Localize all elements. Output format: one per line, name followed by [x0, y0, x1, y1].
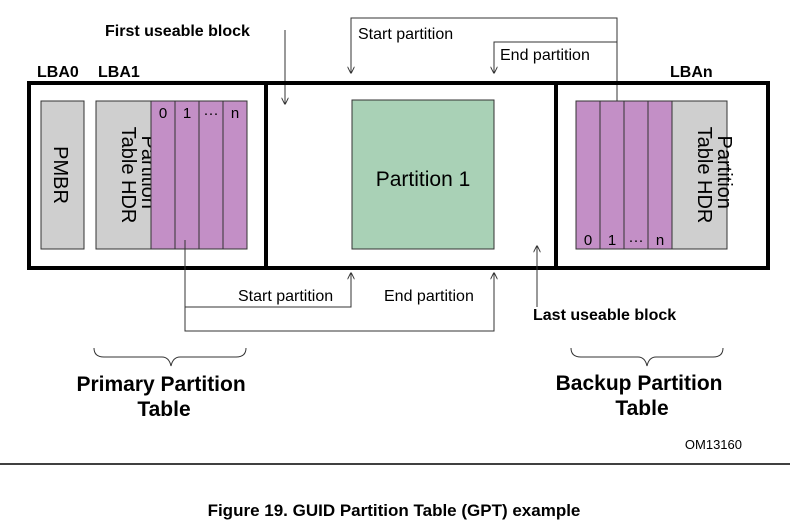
disk-outline: [27, 81, 770, 270]
backup-entry-1-label: 1: [608, 232, 616, 249]
start-partition-bottom-label: Start partition: [238, 288, 333, 305]
end-partition-top-label: End partition: [500, 47, 590, 64]
lban-label: LBAn: [670, 64, 713, 81]
primary-entry-dots-label: ···: [204, 105, 219, 122]
partition-1-block: [351, 99, 495, 250]
backup-entry-dots: [623, 100, 649, 250]
lba0-label: LBA0: [37, 64, 79, 81]
start-partition-top-connector: [351, 17, 618, 104]
backup-header-label: Partition Table HDR: [693, 127, 735, 224]
start-partition-bottom-connector: [184, 240, 351, 308]
backup-entry-n: [647, 100, 673, 250]
backup-header-line-1: Partition: [713, 136, 735, 209]
partition-1-label: Partition 1: [376, 168, 471, 191]
primary-entry-0: [150, 100, 176, 250]
primary-entries: 0 1 ··· n: [150, 100, 248, 250]
primary-header-line-2: Table HDR: [117, 127, 139, 224]
backup-entries: 0 1 ··· n: [575, 100, 673, 250]
backup-partition-table-line-1: Backup Partition: [556, 372, 723, 395]
primary-entry-1: [174, 100, 200, 250]
figure-id: OM13160: [685, 437, 742, 452]
primary-partition-table-line-2: Table: [137, 398, 190, 421]
primary-brace: [93, 347, 247, 367]
primary-partition-table-line-1: Primary Partition: [76, 373, 245, 396]
first-useable-block-label: First useable block: [105, 23, 250, 40]
figure-caption: Figure 19. GUID Partition Table (GPT) ex…: [208, 501, 581, 520]
backup-entry-0: [575, 100, 601, 250]
backup-header-line-2: Table HDR: [693, 127, 715, 224]
end-partition-bottom-label: End partition: [384, 288, 474, 305]
primary-entry-0-label: 0: [159, 105, 167, 122]
backup-partition-table-label: Backup Partition Table: [556, 372, 729, 420]
primary-entry-n: [222, 100, 248, 250]
last-useable-block-label: Last useable block: [533, 307, 676, 324]
primary-partition-table-label: Primary Partition Table: [76, 373, 251, 421]
end-partition-top-connector: [494, 41, 617, 73]
start-partition-top-label: Start partition: [358, 26, 453, 43]
backup-brace: [570, 347, 724, 367]
end-partition-bottom-connector: [184, 273, 494, 332]
primary-header-block: [95, 100, 152, 250]
backup-entry-n-label: n: [656, 232, 664, 249]
pmbr-block: [40, 100, 85, 250]
backup-entry-dots-label: ···: [629, 232, 644, 249]
backup-header-block: [671, 100, 728, 250]
lba1-label: LBA1: [98, 64, 140, 81]
pmbr-label: PMBR: [49, 146, 71, 204]
backup-entry-1: [599, 100, 625, 250]
primary-entry-dots: [198, 100, 224, 250]
primary-entry-1-label: 1: [183, 105, 191, 122]
backup-partition-table-line-2: Table: [615, 397, 668, 420]
primary-entry-n-label: n: [231, 105, 239, 122]
backup-entry-0-label: 0: [584, 232, 592, 249]
